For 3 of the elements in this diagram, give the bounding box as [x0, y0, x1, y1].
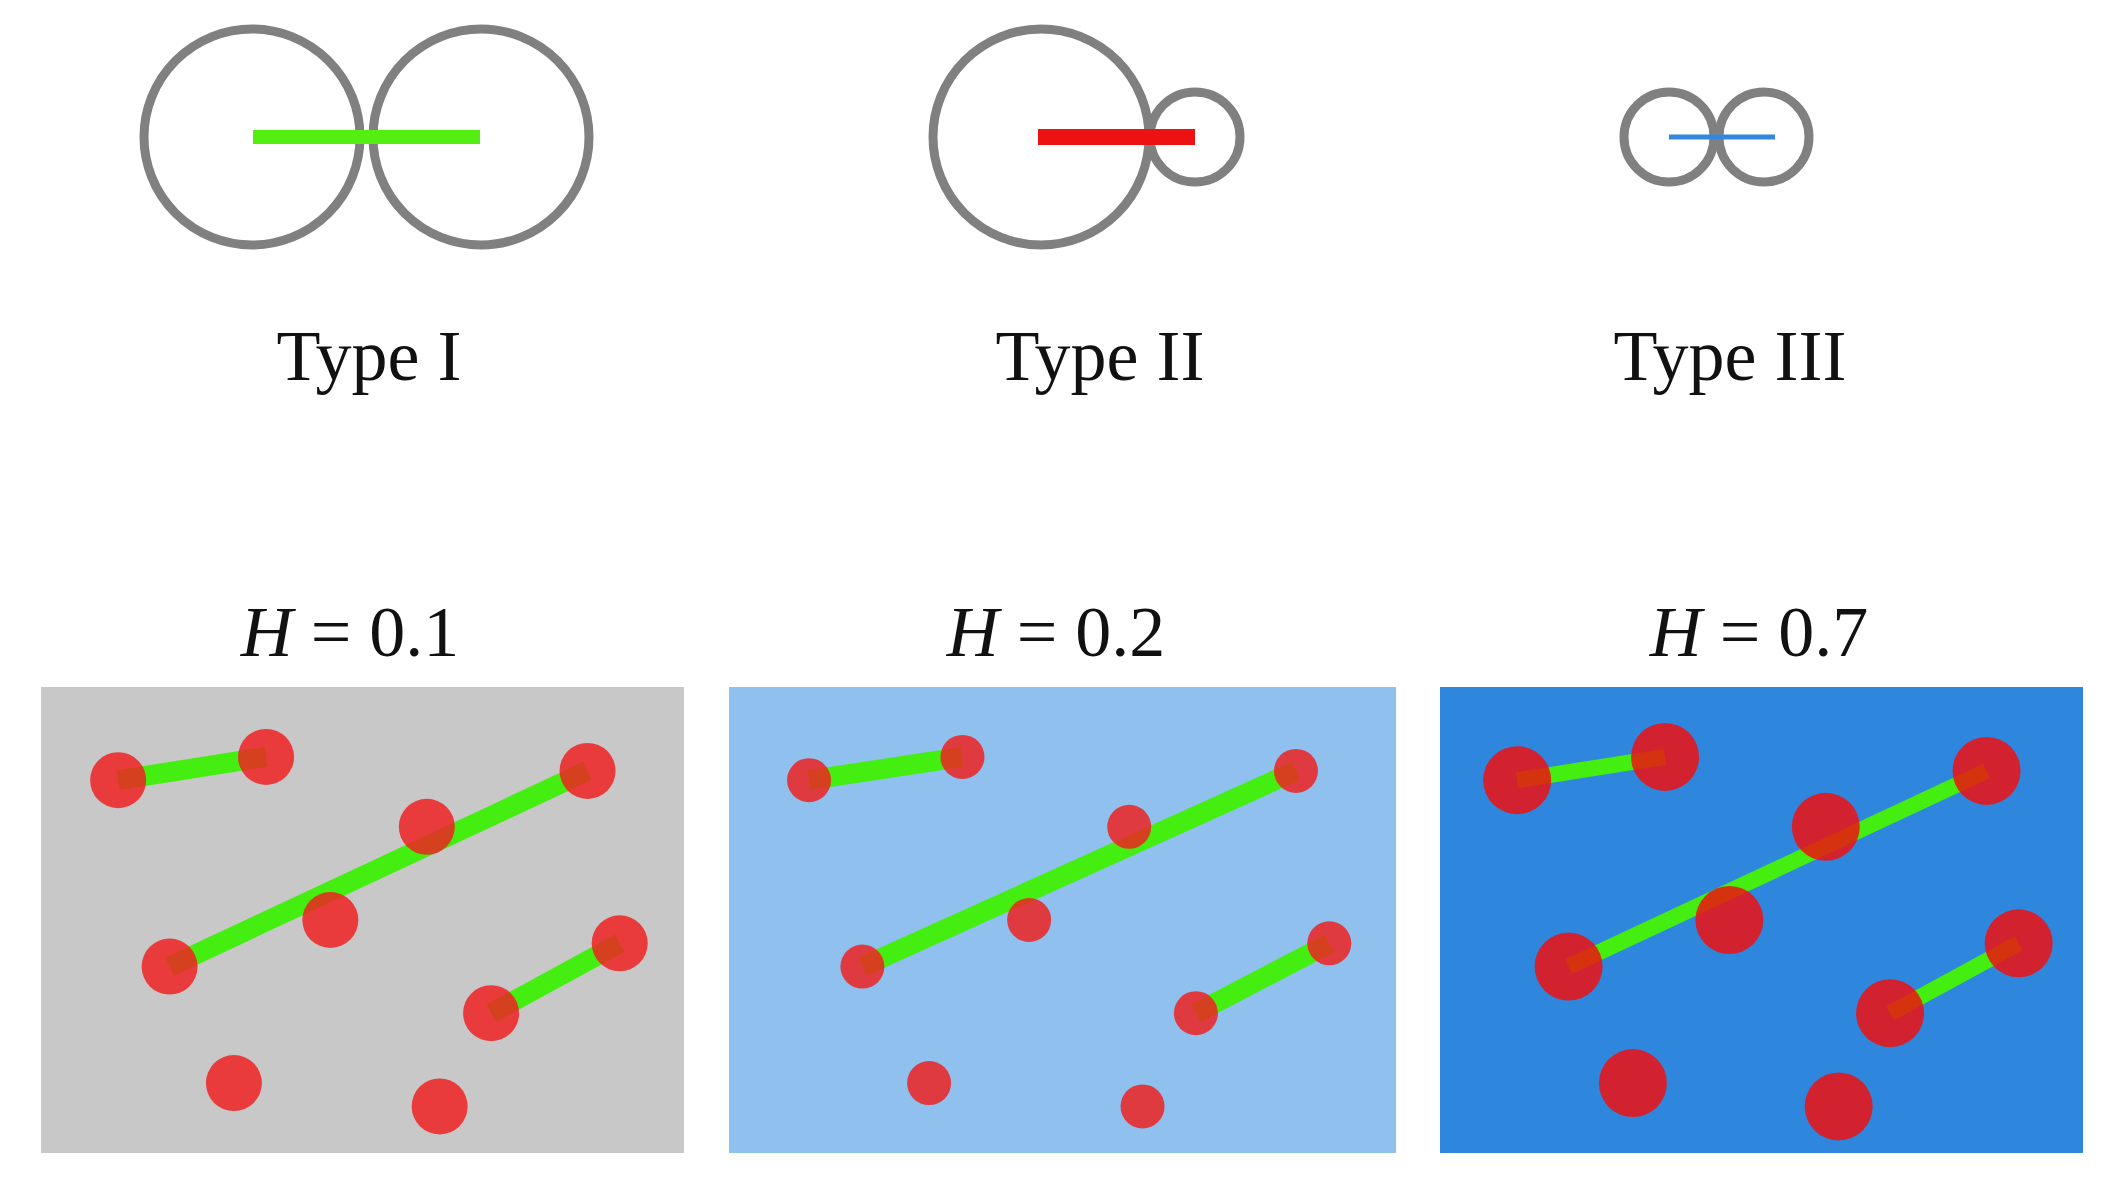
panel-title: H = 0.2: [946, 596, 1166, 668]
panel-title: H = 0.7: [1649, 596, 1869, 668]
panel-title: H = 0.1: [240, 596, 460, 668]
